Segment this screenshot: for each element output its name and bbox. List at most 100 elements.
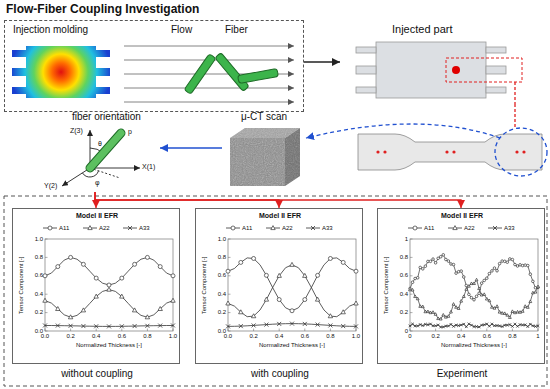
data-marker (501, 312, 504, 315)
data-marker (316, 273, 320, 277)
drawing-part (376, 42, 486, 98)
data-marker (483, 279, 486, 282)
data-marker (56, 307, 60, 311)
tick-mark (45, 331, 48, 332)
data-marker (432, 324, 435, 327)
fiber-axes (62, 130, 140, 186)
data-marker (488, 299, 491, 302)
data-marker (519, 264, 522, 267)
data-marker (478, 292, 481, 295)
data-marker (447, 260, 450, 263)
tick-mark (228, 329, 229, 332)
data-marker (277, 322, 281, 326)
data-marker (414, 277, 417, 280)
data-marker (422, 324, 425, 327)
legend-item: A22 (448, 224, 475, 232)
data-marker (107, 283, 111, 287)
tick-mark (121, 329, 122, 332)
tick-mark (410, 294, 413, 295)
tick-label: 0.6 (218, 272, 226, 279)
tick-mark (410, 329, 411, 332)
tick-label: 1.0 (169, 333, 177, 340)
data-marker (43, 274, 47, 278)
data-line (410, 255, 538, 300)
drawing-part (12, 50, 26, 57)
data-marker (516, 325, 519, 328)
legend-item: A22 (83, 224, 110, 232)
drawing-part (356, 66, 376, 74)
tick-label: 1 (536, 333, 539, 340)
data-marker (303, 322, 307, 326)
tick-mark (304, 329, 305, 332)
connector-line (306, 124, 500, 138)
tick-mark (228, 239, 231, 240)
data-marker (437, 257, 440, 260)
data-marker (416, 325, 419, 328)
data-marker (478, 326, 481, 329)
chart-caption: without coupling (61, 368, 133, 380)
tick-label: 0.8 (35, 254, 43, 261)
drawing-part (486, 66, 506, 74)
chart-caption: Experiment (437, 368, 488, 380)
data-marker (529, 300, 532, 303)
data-marker (478, 287, 481, 290)
data-marker (503, 324, 506, 327)
legend-text: A11 (424, 225, 434, 231)
data-marker (450, 310, 453, 313)
drawing-part (90, 168, 140, 169)
tick-label: 0.6 (301, 333, 309, 340)
data-marker (171, 274, 175, 278)
data-marker (158, 265, 162, 269)
data-marker (468, 293, 471, 296)
data-line (45, 257, 173, 285)
node-label: Injected part (392, 23, 453, 36)
tick-mark (228, 331, 231, 332)
data-marker (303, 273, 307, 277)
data-marker (94, 276, 98, 280)
stage-region: μ-CT scan (222, 108, 306, 188)
data-marker (422, 268, 425, 271)
data-series (43, 287, 175, 319)
data-marker (226, 324, 230, 328)
data-marker (521, 264, 524, 267)
data-marker (437, 317, 440, 320)
data-marker (120, 276, 124, 280)
data-marker (439, 255, 442, 258)
drawing-part (238, 69, 279, 84)
data-marker (455, 272, 458, 275)
data-marker (226, 301, 230, 305)
data-line (45, 290, 173, 318)
drawing-part (124, 88, 294, 89)
data-marker (424, 265, 427, 268)
axis-title: Tensor Component [-] (384, 256, 391, 314)
data-marker (427, 260, 430, 263)
tick-mark (512, 329, 513, 332)
tick-label: 0.8 (326, 333, 334, 340)
drawing-part (96, 87, 110, 94)
data-marker (429, 260, 432, 263)
plot-frame (410, 239, 538, 331)
drawing-part (96, 68, 110, 76)
tick-label: 0 (405, 328, 408, 335)
stage-region: fiber orientation (40, 108, 160, 192)
data-marker (526, 264, 529, 267)
data-marker (171, 298, 175, 302)
data-marker (81, 262, 85, 266)
data-marker (43, 298, 47, 302)
data-series (226, 262, 358, 317)
tick-mark (538, 329, 539, 332)
tick-label: 0.0 (224, 333, 232, 340)
data-marker (447, 325, 450, 328)
axis-symbol: X(1) (142, 163, 155, 171)
tick-mark (228, 294, 231, 295)
data-marker (460, 300, 463, 303)
tensile-specimen (358, 134, 542, 170)
data-marker (509, 258, 512, 261)
data-marker (354, 301, 358, 305)
axis-symbol: Z(3) (70, 127, 83, 135)
legend-text: A22 (464, 225, 475, 231)
injected-part (356, 42, 506, 98)
data-marker (493, 267, 496, 270)
data-marker (316, 323, 320, 327)
